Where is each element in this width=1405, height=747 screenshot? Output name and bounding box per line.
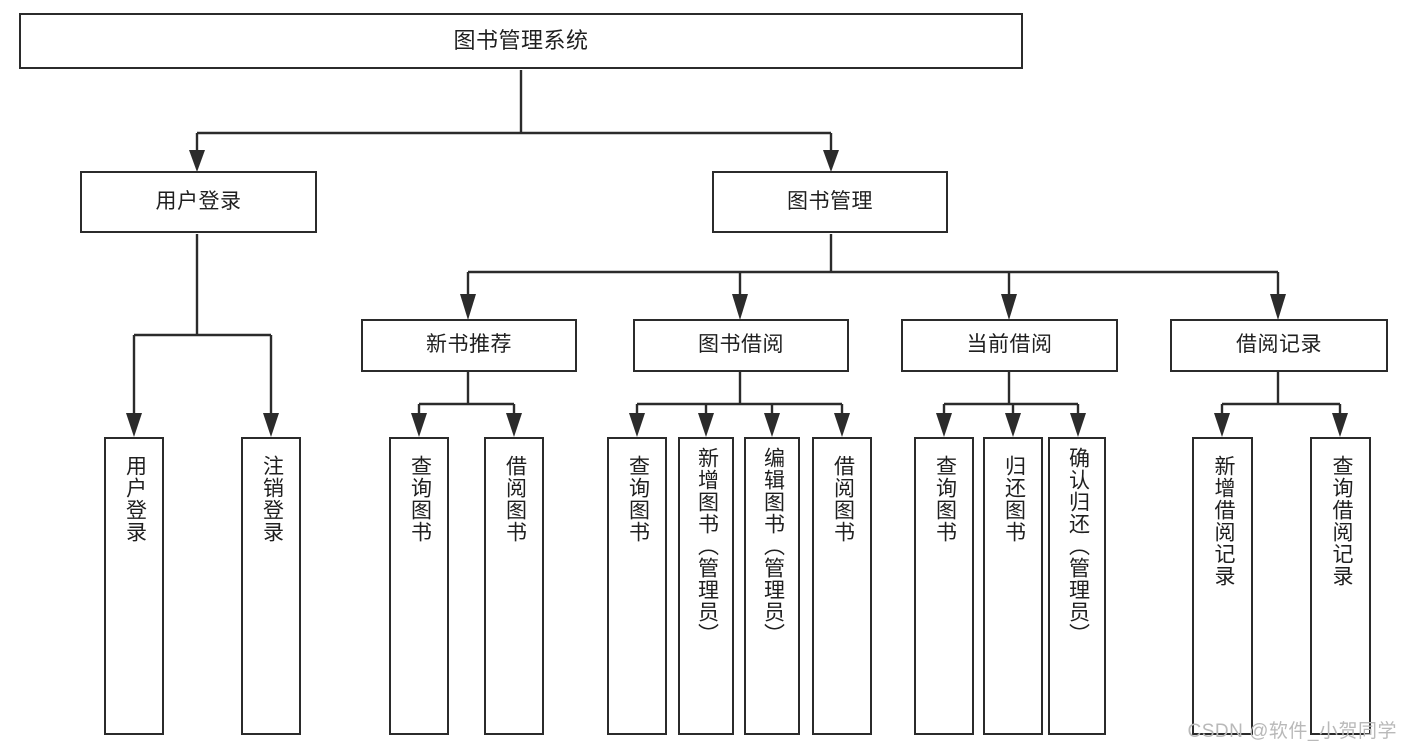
node-leaf-edit-book[interactable]: 编辑图书（管理员）: [744, 437, 800, 735]
node-new-book-recommend[interactable]: 新书推荐: [361, 319, 577, 372]
node-borrow-record[interactable]: 借阅记录: [1170, 319, 1388, 372]
node-label: 查询借阅记录: [1329, 455, 1353, 587]
node-label: 图书管理系统: [453, 28, 589, 54]
node-leaf-borrow-book-1[interactable]: 借阅图书: [484, 437, 544, 735]
node-leaf-query-book-1[interactable]: 查询图书: [389, 437, 449, 735]
node-leaf-user-login[interactable]: 用户登录: [104, 437, 164, 735]
node-label: 借阅图书: [831, 455, 855, 543]
node-leaf-add-book[interactable]: 新增图书（管理员）: [678, 437, 734, 735]
node-label: 归还图书: [1002, 455, 1026, 543]
node-label: 借阅图书: [503, 455, 527, 543]
node-label: 新增借阅记录: [1211, 455, 1235, 587]
node-label: 用户登录: [155, 189, 242, 213]
node-leaf-borrow-book-2[interactable]: 借阅图书: [812, 437, 872, 735]
node-root-system[interactable]: 图书管理系统: [19, 13, 1023, 69]
node-leaf-return-book[interactable]: 归还图书: [983, 437, 1043, 735]
node-label: 新书推荐: [426, 333, 512, 357]
watermark-text: CSDN @软件_小贺同学: [1187, 721, 1397, 742]
node-label: 新增图书（管理员）: [695, 447, 719, 645]
node-label: 编辑图书（管理员）: [761, 447, 785, 645]
node-leaf-add-record[interactable]: 新增借阅记录: [1192, 437, 1253, 735]
node-book-manage[interactable]: 图书管理: [712, 171, 948, 233]
node-user-login[interactable]: 用户登录: [80, 171, 317, 233]
node-label: 查询图书: [408, 455, 432, 543]
node-book-borrow[interactable]: 图书借阅: [633, 319, 849, 372]
node-label: 用户登录: [123, 455, 147, 543]
node-label: 查询图书: [626, 455, 650, 543]
node-leaf-query-record[interactable]: 查询借阅记录: [1310, 437, 1371, 735]
node-label: 借阅记录: [1236, 333, 1322, 357]
node-label: 确认归还（管理员）: [1066, 447, 1090, 645]
node-label: 当前借阅: [966, 333, 1053, 357]
node-label: 查询图书: [933, 455, 957, 543]
node-label: 注销登录: [260, 455, 284, 543]
node-leaf-query-book-3[interactable]: 查询图书: [914, 437, 974, 735]
node-leaf-query-book-2[interactable]: 查询图书: [607, 437, 667, 735]
node-leaf-confirm-return[interactable]: 确认归还（管理员）: [1048, 437, 1106, 735]
node-label: 图书借阅: [698, 333, 784, 357]
node-current-borrow[interactable]: 当前借阅: [901, 319, 1118, 372]
node-leaf-logout-login[interactable]: 注销登录: [241, 437, 301, 735]
node-label: 图书管理: [787, 189, 873, 213]
